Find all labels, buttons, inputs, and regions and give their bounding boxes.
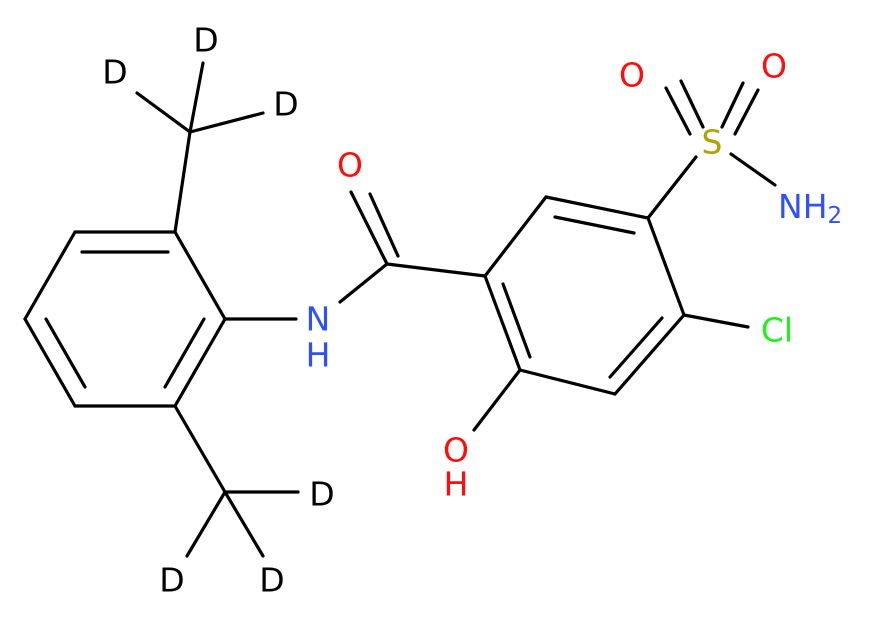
bond bbox=[646, 216, 686, 317]
bond bbox=[349, 190, 389, 266]
bond bbox=[682, 313, 750, 329]
bond bbox=[501, 282, 532, 359]
bond bbox=[338, 262, 389, 304]
amine-hydrogen-label: H bbox=[803, 187, 828, 226]
bond bbox=[173, 230, 227, 321]
deuterium-atom-label: D bbox=[102, 53, 127, 92]
hydroxyl-oxygen-label: O bbox=[443, 431, 469, 470]
deuterium-atom-label: D bbox=[193, 21, 218, 60]
bond bbox=[729, 152, 777, 187]
bond bbox=[188, 111, 265, 134]
carbonyl-oxygen-label: O bbox=[337, 146, 363, 185]
deuterium-atom-label: D bbox=[309, 475, 334, 514]
bond bbox=[544, 195, 650, 220]
hydroxyl-hydrogen-label: H bbox=[444, 465, 469, 504]
bond bbox=[23, 230, 77, 321]
bond bbox=[173, 404, 227, 494]
bond bbox=[679, 79, 705, 129]
bond bbox=[173, 130, 192, 234]
atom-labels: D D D D D D N H O O H Cl S O O NH2 bbox=[102, 21, 842, 600]
bonds bbox=[23, 61, 777, 558]
bond bbox=[173, 317, 227, 408]
bond bbox=[163, 317, 206, 389]
amide-hydrogen-label: H bbox=[306, 336, 331, 375]
bond bbox=[646, 155, 698, 220]
sulfonyl-oxygen-label: O bbox=[619, 56, 645, 95]
deuterium-atom-label: D bbox=[273, 85, 298, 124]
bond bbox=[223, 490, 265, 558]
bond bbox=[368, 192, 400, 258]
bond bbox=[733, 88, 760, 136]
amine-hydrogen-count: 2 bbox=[828, 203, 843, 229]
bond bbox=[185, 490, 227, 558]
bond bbox=[23, 317, 77, 408]
bond bbox=[188, 61, 205, 134]
bond bbox=[553, 215, 636, 235]
chlorine-atom-label: Cl bbox=[761, 311, 793, 350]
bond bbox=[664, 86, 692, 136]
bond bbox=[608, 316, 664, 379]
bond bbox=[135, 91, 192, 134]
bond bbox=[385, 262, 487, 278]
amide-nitrogen-label: N bbox=[306, 300, 331, 339]
bond bbox=[518, 368, 617, 396]
deuterium-atom-label: D bbox=[259, 561, 284, 600]
bond bbox=[44, 317, 87, 389]
bond bbox=[472, 368, 522, 432]
bond bbox=[720, 81, 745, 129]
bond bbox=[483, 274, 522, 372]
deuterium-atom-label: D bbox=[159, 561, 184, 600]
sulfonyl-oxygen-label: O bbox=[761, 47, 787, 86]
sulfur-atom-label: S bbox=[702, 123, 723, 162]
bond bbox=[613, 313, 686, 396]
amine-group-label: NH2 bbox=[778, 187, 842, 230]
amine-nitrogen-label: N bbox=[778, 187, 803, 226]
bond bbox=[483, 195, 548, 278]
